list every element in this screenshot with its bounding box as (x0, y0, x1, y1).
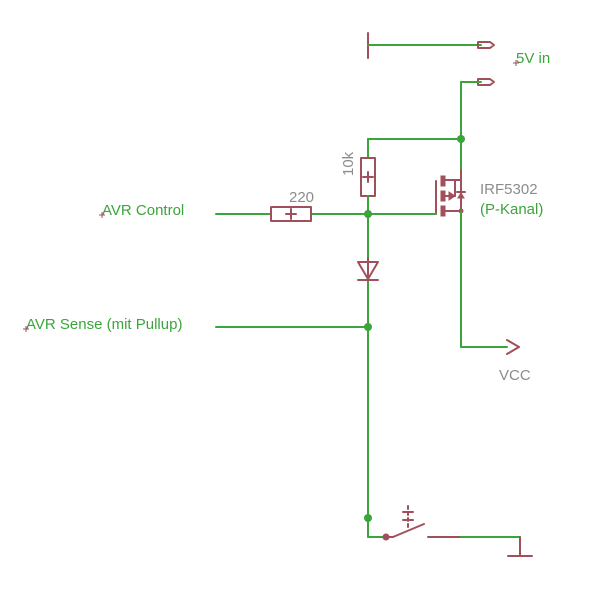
label-mosfet-name: IRF5302 (480, 181, 538, 198)
resistor-10k (360, 157, 376, 197)
pullup-wire (367, 138, 462, 171)
drain-to-vcc-wire (460, 210, 520, 355)
junction-source (457, 135, 465, 143)
label-origin-5v (513, 60, 519, 66)
supply-5v-input (460, 78, 495, 140)
label-mosfet-type: (P-Kanal) (480, 201, 543, 218)
pushbutton-switch (367, 505, 462, 541)
supply-ground-stub (367, 32, 495, 59)
junction-sense (364, 323, 372, 331)
label-origin-avr-control (99, 212, 105, 218)
label-10k: 10k (340, 151, 357, 176)
resistor-220 (270, 206, 312, 222)
label-220: 220 (289, 189, 314, 206)
label-vcc: VCC (499, 367, 531, 384)
mosfet-irf5302-symbol (435, 169, 466, 217)
label-avr-control: AVR Control (102, 202, 184, 219)
diode-symbol (357, 257, 379, 283)
label-avr-sense: AVR Sense (mit Pullup) (26, 316, 182, 333)
label-origin-avr-sense (23, 326, 29, 332)
label-5v-in: 5V in (516, 50, 550, 67)
